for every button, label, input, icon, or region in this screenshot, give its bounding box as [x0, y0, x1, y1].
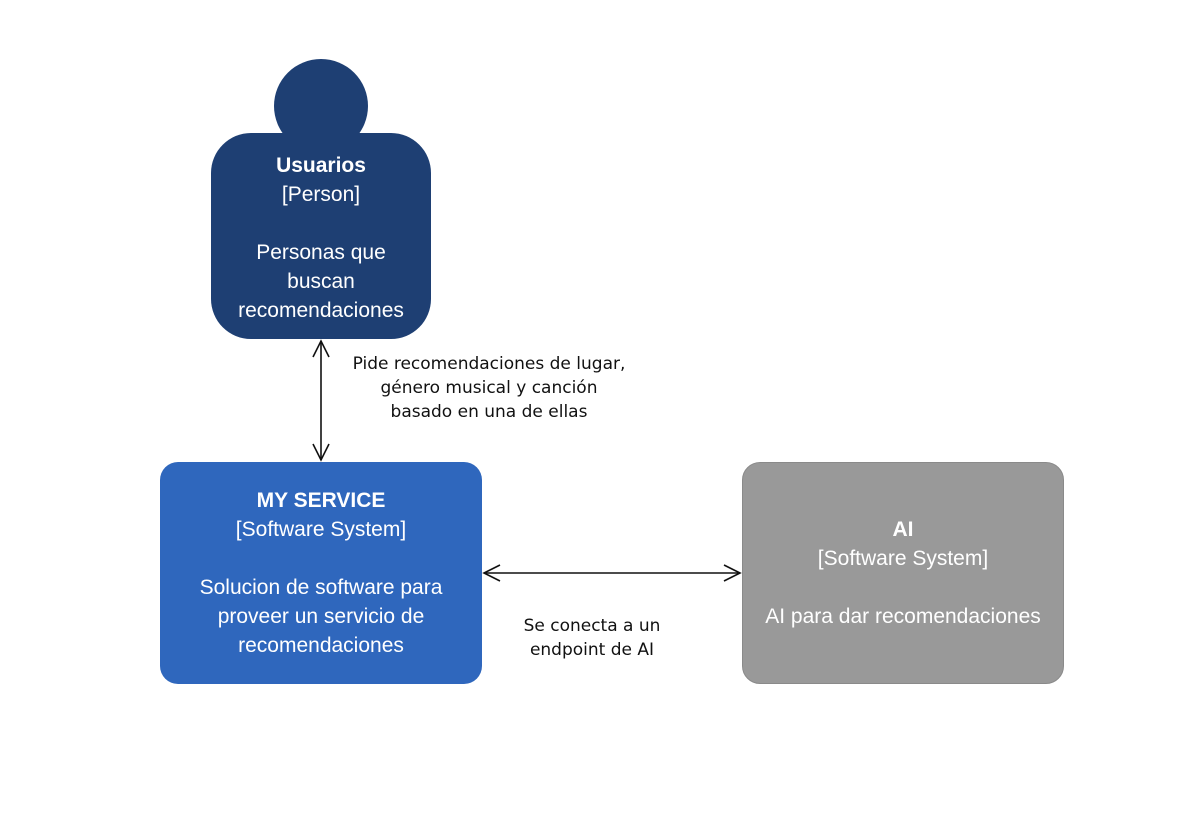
- ai-system-node[interactable]: AI [Software System] AI para dar recomen…: [742, 462, 1064, 684]
- arrowhead-right: [723, 564, 742, 582]
- ai-type: [Software System]: [817, 547, 989, 570]
- arrowhead-up: [312, 339, 330, 358]
- ai-description-line: AI para dar recomendaciones: [765, 605, 1041, 628]
- service-description-line: Solucion de software para: [199, 576, 443, 599]
- person-description-line: Personas que: [256, 241, 386, 264]
- edge-label-service-ai: Se conecta a un endpoint de AI: [492, 614, 692, 662]
- edge-label-line: endpoint de AI: [529, 640, 655, 660]
- edge-label-line: basado en una de ellas: [390, 402, 588, 422]
- service-name: MY SERVICE: [256, 489, 386, 512]
- person-name: Usuarios: [276, 154, 366, 177]
- my-service-node[interactable]: MY SERVICE [Software System] Solucion de…: [160, 462, 482, 684]
- arrowhead-down: [312, 443, 330, 462]
- ai-name: AI: [892, 518, 914, 541]
- service-type: [Software System]: [235, 518, 407, 541]
- person-description-line: buscan: [287, 270, 355, 293]
- edge-label-line: género musical y canción: [380, 378, 598, 398]
- arrowhead-left: [482, 564, 501, 582]
- edge-label-line: Se conecta a un: [523, 616, 661, 636]
- edge-label-person-service: Pide recomendaciones de lugar, género mu…: [330, 352, 648, 424]
- person-usuarios-node[interactable]: Usuarios [Person] Personas que buscan re…: [211, 133, 431, 339]
- service-description-line: recomendaciones: [238, 634, 404, 657]
- service-description-line: proveer un servicio de: [217, 605, 425, 628]
- person-type: [Person]: [281, 183, 361, 206]
- person-description-line: recomendaciones: [238, 299, 404, 322]
- edge-label-line: Pide recomendaciones de lugar,: [352, 354, 626, 374]
